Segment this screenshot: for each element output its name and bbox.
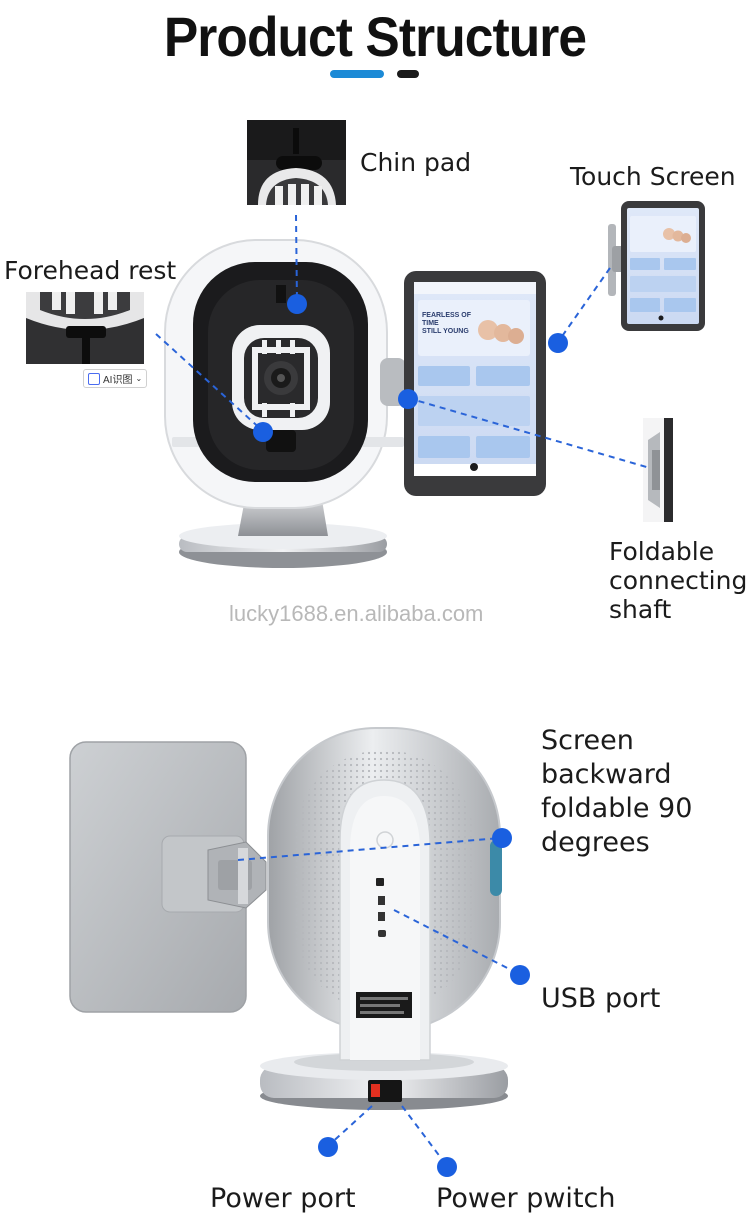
power-switch-label: Power pwitch: [436, 1183, 616, 1214]
page-title: Product Structure: [163, 5, 587, 68]
chin-pad-label: Chin pad: [360, 148, 472, 177]
screen-fold-label-line-2: backward: [541, 759, 672, 790]
foldable-shaft-label-line-1: Foldable: [609, 537, 715, 566]
device-back-view: [69, 727, 508, 1110]
power-port-label: Power port: [210, 1183, 356, 1214]
foldable-shaft-label-line-2: connecting: [609, 566, 748, 595]
usb-port-callout-dot: [510, 965, 530, 985]
ai-badge-label: AI识图: [103, 375, 133, 386]
screen-headline: FEARLESS OF TIME STILL YOUNG: [422, 312, 486, 336]
screen-fold-label: Screen backward foldable 90 degrees: [541, 724, 692, 860]
watermark: lucky1688.en.alibaba.com: [229, 601, 484, 626]
screen-fold-label-line-3: foldable 90: [541, 793, 693, 824]
screen-headline-line-2: STILL YOUNG: [422, 328, 469, 335]
title-accent-blue: [330, 70, 384, 78]
touch-screen-front: [404, 271, 546, 496]
chin-pad-inset: [247, 120, 346, 205]
touch-screen-inset: [608, 201, 705, 331]
touch-screen-label: Touch Screen: [570, 162, 736, 191]
top-callout-lines: [155, 214, 651, 469]
power-switch-callout-dot: [437, 1157, 457, 1177]
touch-screen-callout-dot: [548, 333, 568, 353]
chevron-down-icon: ⌄: [135, 374, 143, 383]
forehead-rest-inset: [26, 292, 144, 364]
foldable-shaft-label-line-3: shaft: [609, 595, 672, 624]
forehead-rest-label: Forehead rest: [4, 256, 177, 285]
screen-fold-label-line-4: degrees: [541, 827, 650, 858]
chin-pad-callout-dot: [287, 294, 307, 314]
forehead-rest-callout-dot: [253, 422, 273, 442]
main-device-front: [164, 239, 406, 568]
title-accent-dark: [397, 70, 419, 78]
screen-fold-callout-dot: [492, 828, 512, 848]
foldable-shaft-label: Foldable connecting shaft: [609, 537, 747, 624]
ai-recognize-badge[interactable]: AI识图 ⌄: [83, 369, 148, 388]
screen-headline-line-1: FEARLESS OF TIME: [422, 312, 472, 327]
foldable-shaft-inset: [643, 418, 673, 522]
usb-port-label: USB port: [541, 983, 661, 1014]
power-port-callout-dot: [318, 1137, 338, 1157]
screen-fold-label-line-1: Screen: [541, 725, 634, 756]
ai-scan-icon: [88, 372, 100, 385]
shaft-callout-dot: [398, 389, 418, 409]
